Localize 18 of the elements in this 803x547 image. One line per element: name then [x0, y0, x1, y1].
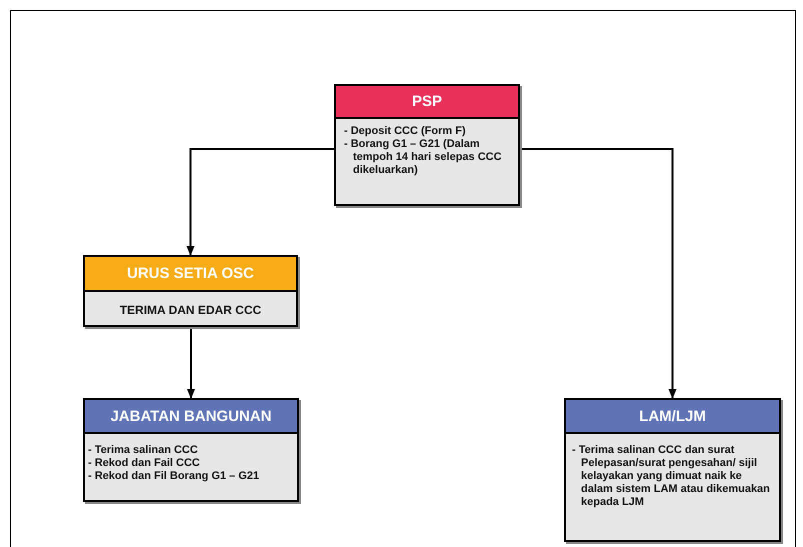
process-box [334, 84, 520, 206]
box-heading: PSP [412, 93, 442, 110]
process-box [564, 398, 781, 542]
arrow [520, 148, 676, 399]
box-text: TERIMA DAN EDAR CCC [118, 304, 262, 317]
process-box [83, 255, 298, 327]
box-text: - Rekod dan Fail CCC [88, 457, 201, 470]
box-text: - Rekod dan Fil Borang G1 – G21 [88, 470, 260, 483]
box-heading: URUS SETIA OSC [127, 265, 254, 282]
box-heading: LAM/LJM [639, 408, 706, 424]
box-text: - Terima salinan CCC dan surat Pelepasan/surat pengesahan/ sijil kelayakan yang dimuat naik ke dalam sistem LAM atau dikemuakan kepada LJM [572, 444, 771, 509]
arrow [187, 327, 195, 399]
box-text: - Terima salinan CCC [88, 444, 199, 457]
box-text: - Deposit CCC (Form F) [344, 125, 467, 138]
process-box [83, 398, 299, 502]
box-text: - Borang G1 – G21 (Dalam tempoh 14 hari selepas CCC dikeluarkan) [344, 138, 503, 177]
box-heading: JABATAN BANGUNAN [110, 408, 272, 424]
arrow [186, 148, 334, 256]
